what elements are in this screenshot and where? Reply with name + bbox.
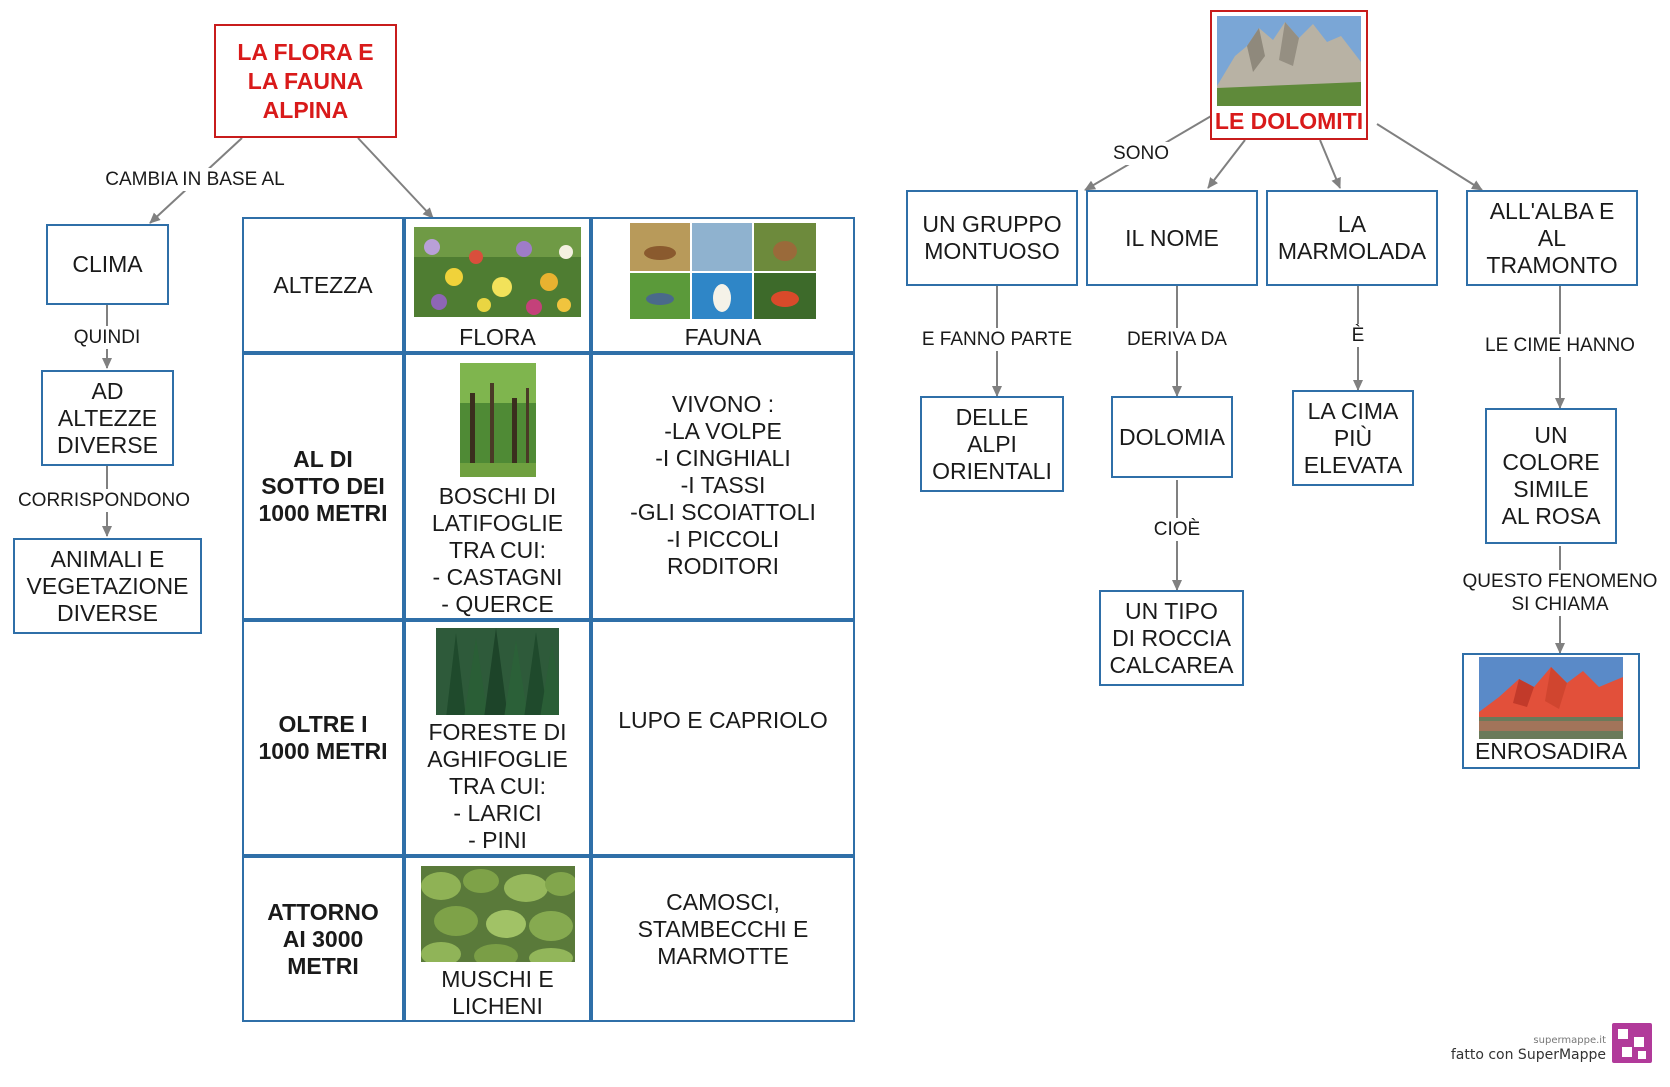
table-header-altezza-label: ALTEZZA xyxy=(273,271,373,298)
arrow-dolomiti-alba xyxy=(1376,123,1483,191)
edge-label-cime-hanno: LE CIME HANNO xyxy=(1460,334,1660,357)
row-2-fauna-text: LUPO E CAPRIOLO xyxy=(618,706,828,733)
node-il-nome[interactable]: IL NOME xyxy=(1086,190,1258,286)
edge-label-cioe: CIOÈ xyxy=(1140,518,1214,541)
dolomites-mountain-image xyxy=(1217,16,1361,106)
row-3-flora-text: MUSCHI E LICHENI xyxy=(441,966,554,1019)
edge-label-deriva-da: DERIVA DA xyxy=(1100,328,1254,351)
table-row-3-flora: MUSCHI E LICHENI xyxy=(404,856,591,1022)
table-header-flora: FLORA xyxy=(404,217,591,353)
table-row-3-altezza: ATTORNO AI 3000 METRI xyxy=(242,856,404,1022)
table-row-2-flora: FORESTE DI AGHIFOGLIE TRA CUI: - LARICI … xyxy=(404,620,591,856)
edge-label-sono: SONO xyxy=(1108,142,1174,165)
node-colore-rosa[interactable]: UN COLORE SIMILE AL ROSA xyxy=(1485,408,1617,544)
table-header-altezza: ALTEZZA xyxy=(242,217,404,353)
conifer-forest-image xyxy=(436,628,559,715)
row-3-fauna-text: CAMOSCI, STAMBECCHI E MARMOTTE xyxy=(637,888,809,969)
root-flora-fauna[interactable]: LA FLORA E LA FAUNA ALPINA xyxy=(214,24,397,138)
edge-label-fenomeno: QUESTO FENOMENO SI CHIAMA xyxy=(1440,570,1670,616)
flora-flowers-image xyxy=(414,227,581,317)
node-gruppo-montuoso[interactable]: UN GRUPPO MONTUOSO xyxy=(906,190,1078,286)
node-clima[interactable]: CLIMA xyxy=(46,224,169,305)
dolomiti-label: LE DOLOMITI xyxy=(1214,108,1364,134)
moss-lichen-image xyxy=(420,866,575,962)
table-row-2-altezza: OLTRE I 1000 METRI xyxy=(242,620,404,856)
arrow-dolomiti-marmolada xyxy=(1319,139,1341,189)
enrosadira-sunset-image xyxy=(1479,657,1623,739)
made-with-supermappe: fatto con SuperMappe xyxy=(1450,1047,1606,1063)
node-marmolada[interactable]: LA MARMOLADA xyxy=(1266,190,1438,286)
row-1-fauna-text: VIVONO : -LA VOLPE -I CINGHIALI -I TASSI… xyxy=(630,391,816,579)
fauna-header-label: FAUNA xyxy=(684,324,762,350)
node-dolomia[interactable]: DOLOMIA xyxy=(1111,396,1233,478)
table-header-fauna: FAUNA xyxy=(591,217,855,353)
node-animali-vegetazione[interactable]: ANIMALI E VEGETAZIONE DIVERSE xyxy=(13,538,202,634)
edge-label-fanno-parte: E FANNO PARTE xyxy=(902,328,1092,351)
row-2-flora-text: FORESTE DI AGHIFOGLIE TRA CUI: - LARICI … xyxy=(427,719,568,853)
row-1-flora-text: BOSCHI DI LATIFOGLIE TRA CUI: - CASTAGNI… xyxy=(431,483,564,617)
edge-label-corrispondono: CORRISPONDONO xyxy=(4,489,204,512)
table-row-1-altezza: AL DI SOTTO DEI 1000 METRI xyxy=(242,353,404,620)
fauna-animals-image xyxy=(630,223,816,319)
node-roccia-calcarea[interactable]: UN TIPO DI ROCCIA CALCAREA xyxy=(1099,590,1244,686)
arrow-root-table xyxy=(357,137,434,219)
flora-header-label: FLORA xyxy=(459,324,536,350)
supermappe-branding: supermappe.it fatto con SuperMappe xyxy=(1451,1023,1652,1063)
table-row-2-fauna: LUPO E CAPRIOLO xyxy=(591,620,855,856)
row-3-altezza-text: ATTORNO AI 3000 METRI xyxy=(267,898,379,979)
node-alba-tramonto[interactable]: ALL'ALBA E AL TRAMONTO xyxy=(1466,190,1638,286)
edge-label-e: È xyxy=(1338,324,1378,347)
edge-label-cambia: CAMBIA IN BASE AL xyxy=(80,168,310,191)
row-2-altezza-text: OLTRE I 1000 METRI xyxy=(258,711,388,764)
root-dolomiti[interactable]: LE DOLOMITI xyxy=(1210,10,1368,140)
node-enrosadira[interactable]: ENROSADIRA xyxy=(1462,653,1640,769)
supermappe-site: supermappe.it xyxy=(1533,1035,1606,1046)
table-row-1-fauna: VIVONO : -LA VOLPE -I CINGHIALI -I TASSI… xyxy=(591,353,855,620)
supermappe-logo-icon xyxy=(1612,1023,1652,1063)
node-altezze-diverse[interactable]: AD ALTEZZE DIVERSE xyxy=(41,370,174,466)
row-1-altezza-text: AL DI SOTTO DEI 1000 METRI xyxy=(258,446,388,526)
arrow-dolomiti-nome xyxy=(1207,139,1246,189)
enrosadira-label: ENROSADIRA xyxy=(1474,738,1628,764)
node-cima-elevata[interactable]: LA CIMA PIÙ ELEVATA xyxy=(1292,390,1414,486)
node-alpi-orientali[interactable]: DELLE ALPI ORIENTALI xyxy=(920,396,1064,492)
broadleaf-forest-image xyxy=(459,363,536,477)
edge-label-quindi: QUINDI xyxy=(57,326,157,349)
table-row-1-flora: BOSCHI DI LATIFOGLIE TRA CUI: - CASTAGNI… xyxy=(404,353,591,620)
table-row-3-fauna: CAMOSCI, STAMBECCHI E MARMOTTE xyxy=(591,856,855,1022)
